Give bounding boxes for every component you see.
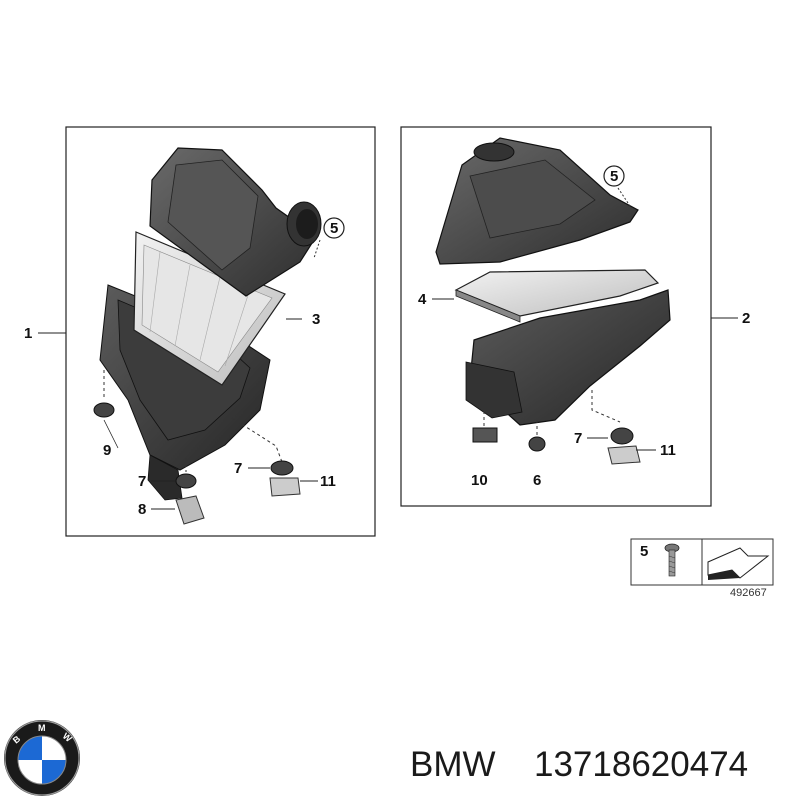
callout-1: 1 — [24, 325, 32, 342]
air-filter-right — [454, 269, 660, 323]
screw-left-part — [313, 217, 345, 259]
logo-letter-m: M — [38, 723, 46, 733]
callout-6: 6 — [533, 472, 541, 489]
callout-10: 10 — [471, 472, 488, 489]
rubber-mount-left-a-part — [175, 458, 197, 489]
clip-right-part — [607, 445, 641, 465]
callout-9: 9 — [103, 442, 111, 459]
screw-right-part — [603, 165, 631, 207]
mount-left-part — [93, 370, 115, 418]
upper-housing-right — [435, 137, 639, 265]
clip-left-part — [269, 477, 301, 497]
bmw-roundel-logo: B M W — [4, 720, 80, 796]
bracket-left-part — [175, 495, 205, 525]
right-assembly-panel: 2 4 5 10 6 7 11 — [400, 126, 750, 507]
screw-icon — [664, 543, 680, 577]
upper-housing-left — [149, 147, 322, 297]
figure-id: 492667 — [730, 587, 767, 599]
callout-7-left-a: 7 — [138, 473, 146, 490]
callout-8: 8 — [138, 501, 146, 518]
rubber-mount-left-b-part — [231, 417, 294, 476]
callout-7-left-b: 7 — [234, 460, 242, 477]
callout-5-left: 5 — [330, 220, 338, 237]
legend-box: 5 492667 — [630, 538, 774, 599]
holder-right-part — [472, 405, 498, 443]
callout-11-right: 11 — [660, 442, 676, 459]
air-filter-left — [133, 231, 286, 386]
logo-letter-b: B — [11, 733, 23, 745]
arrow-right-icon — [707, 547, 770, 580]
callout-5-right: 5 — [610, 168, 618, 185]
left-assembly-panel: 1 3 5 9 7 8 7 11 — [24, 126, 376, 537]
caption-part-number: 13718620474 — [534, 745, 748, 784]
lower-housing-right — [465, 289, 671, 426]
caption-brand: BMW — [410, 745, 496, 784]
callout-2: 2 — [742, 310, 750, 327]
callout-4: 4 — [418, 291, 427, 308]
grommet-right-part — [528, 420, 546, 452]
callout-11-left: 11 — [320, 473, 336, 490]
callout-3: 3 — [312, 311, 320, 328]
rubber-mount-right-part — [591, 390, 634, 445]
legend-item-number: 5 — [640, 543, 648, 560]
callout-7-right: 7 — [574, 430, 582, 447]
